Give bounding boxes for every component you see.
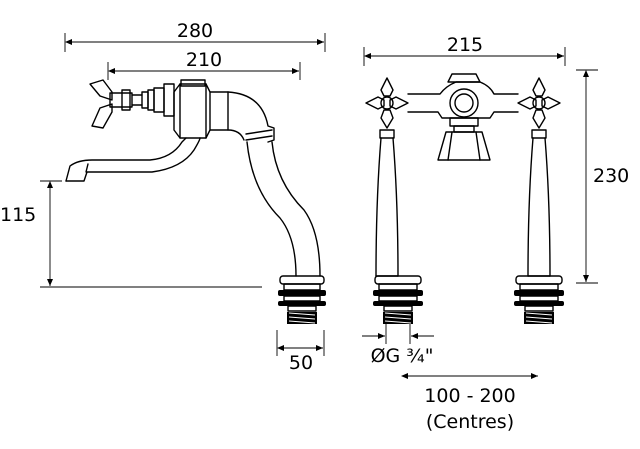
- front-right-base: [514, 275, 564, 324]
- dim-label-115: 115: [0, 204, 36, 226]
- dim-centres: 100 - 200 (Centres): [401, 373, 538, 433]
- dim-spout-reach: 210: [107, 49, 301, 80]
- dim-label-thread: ØG ¾": [371, 345, 434, 367]
- dim-label-215: 215: [447, 34, 483, 56]
- front-body-bar: [407, 73, 519, 119]
- dim-thread: ØG ¾": [362, 316, 434, 367]
- front-right-handle: [517, 77, 561, 129]
- dim-label-210: 210: [186, 49, 222, 71]
- side-body: [173, 79, 229, 139]
- dim-overall-length: 280: [64, 20, 326, 52]
- dim-label-280: 280: [177, 20, 213, 42]
- side-spout: [65, 137, 201, 182]
- dim-label-centres-note: (Centres): [426, 411, 514, 433]
- dim-base-offset: 50: [276, 330, 325, 374]
- dim-body-width: 215: [363, 34, 566, 66]
- front-left-base: [373, 275, 423, 324]
- front-left-leg: [375, 129, 399, 277]
- side-view: 280 210 115 50: [0, 20, 326, 374]
- side-leg: [227, 91, 321, 277]
- front-left-handle: [365, 77, 409, 129]
- front-right-leg: [527, 129, 551, 277]
- dim-label-centres: 100 - 200: [424, 385, 515, 407]
- side-cross-handle: [89, 79, 175, 129]
- dim-spout-height: 115: [0, 180, 262, 288]
- dim-label-230: 230: [593, 165, 629, 187]
- front-shower-outlet: [437, 117, 491, 161]
- dim-label-50: 50: [289, 352, 313, 374]
- dim-overall-height: 230: [576, 69, 629, 284]
- side-base: [278, 275, 326, 324]
- front-view: 215 230 ØG ¾" 100 - 200 (Centres): [362, 34, 629, 433]
